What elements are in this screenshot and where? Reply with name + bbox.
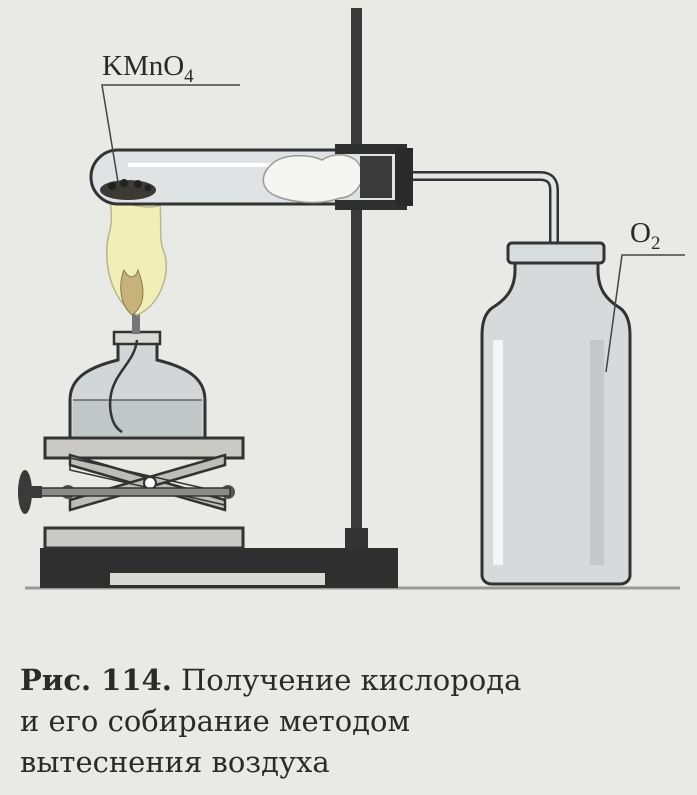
figure-caption: Рис. 114. Получение кислорода и его соби… — [20, 660, 685, 783]
caption-text-1: Получение кислорода — [181, 663, 522, 697]
flame — [106, 197, 167, 316]
figure-number: Рис. 114. — [20, 663, 172, 697]
collecting-bottle — [480, 241, 632, 586]
lab-jack — [34, 436, 245, 550]
stand-base — [40, 548, 398, 588]
spirit-lamp — [68, 310, 207, 440]
oxygen-apparatus-diagram: KMnO4 O2 — [18, 8, 685, 590]
caption-line-2: и его собирание методом — [20, 704, 411, 738]
potassium-permanganate — [100, 179, 156, 200]
o2-leader-line — [605, 254, 685, 373]
kmno4-leader-line — [101, 84, 240, 183]
caption-line-3: вытеснения воздуха — [20, 745, 330, 779]
cotton-wool — [262, 154, 364, 204]
caption-line-1: Рис. 114. Получение кислорода — [20, 660, 685, 701]
stand-rod — [345, 8, 368, 550]
o2-label: O2 — [630, 217, 660, 254]
o2-subscript: 2 — [651, 233, 661, 254]
kmno4-label: KMnO4 — [102, 50, 194, 87]
kmno4-subscript: 4 — [184, 66, 194, 87]
clamp — [335, 144, 413, 210]
jack-knob — [18, 470, 42, 514]
lamp-wick — [108, 339, 139, 434]
